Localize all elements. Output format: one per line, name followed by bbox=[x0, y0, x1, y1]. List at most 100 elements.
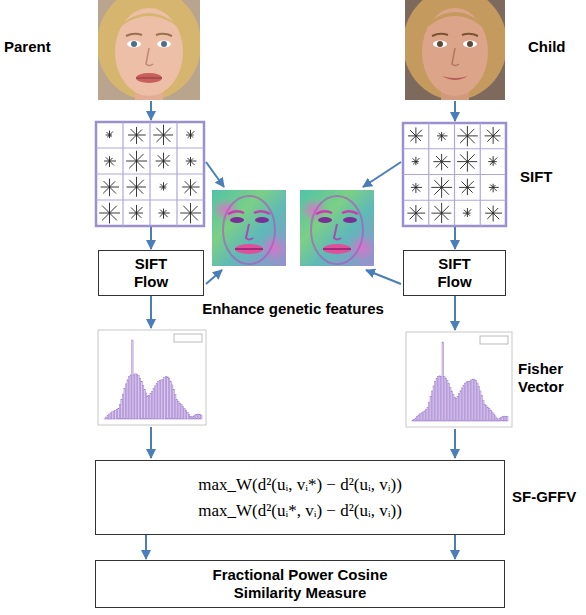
gradient-histogram-star bbox=[99, 203, 120, 224]
gradient-histogram-star bbox=[459, 187, 467, 188]
gradient-histogram-star bbox=[467, 209, 471, 213]
gradient-histogram-star bbox=[160, 210, 163, 213]
gradient-histogram-star bbox=[487, 136, 493, 142]
gradient-histogram-star bbox=[490, 187, 493, 190]
child-face-photo bbox=[452, 48, 459, 66]
gradient-histogram-star bbox=[431, 213, 441, 214]
formula-text: max_W(d²(uᵢ, vᵢ*) − d²(uᵢ, vᵢ)) bbox=[198, 472, 402, 498]
gradient-histogram-star bbox=[156, 135, 163, 142]
gradient-histogram-star bbox=[164, 213, 168, 217]
gradient-histogram-star bbox=[110, 158, 113, 161]
gradient-histogram-star bbox=[457, 135, 467, 136]
gradient-histogram-star bbox=[467, 162, 468, 172]
gradient-histogram-star bbox=[431, 177, 452, 198]
image-label: Parent bbox=[4, 38, 51, 56]
gradient-histogram-star bbox=[412, 187, 416, 191]
sift-descriptor-grid bbox=[96, 199, 204, 200]
gradient-histogram-star bbox=[184, 187, 190, 193]
gradient-histogram-star bbox=[190, 179, 191, 187]
gradient-histogram-star bbox=[442, 180, 449, 187]
gradient-histogram-star bbox=[129, 205, 143, 220]
gradient-histogram-star bbox=[493, 129, 499, 135]
gradient-histogram-star bbox=[128, 135, 137, 136]
child-face-photo bbox=[433, 41, 447, 48]
gradient-histogram-star bbox=[137, 207, 143, 213]
gradient-histogram-star bbox=[187, 132, 190, 135]
gradient-histogram-star bbox=[104, 156, 116, 167]
gradient-histogram-star bbox=[436, 156, 442, 162]
gradient-histogram-star bbox=[467, 187, 468, 195]
parent-face-photo bbox=[146, 48, 153, 66]
gradient-histogram-star bbox=[493, 135, 500, 136]
gradient-histogram-star bbox=[416, 187, 420, 191]
gradient-histogram-star bbox=[467, 187, 474, 188]
gradient-histogram-star bbox=[442, 136, 446, 140]
histogram-bar bbox=[507, 417, 509, 421]
gradient-histogram-star bbox=[137, 161, 147, 162]
gradient-histogram-star bbox=[493, 185, 495, 187]
gradient-histogram-star bbox=[156, 128, 163, 135]
gradient-histogram-star bbox=[191, 187, 200, 188]
gradient-histogram-star bbox=[131, 213, 136, 218]
gradient-histogram-star bbox=[493, 208, 498, 213]
gradient-histogram-star bbox=[457, 161, 467, 162]
flow-arrow bbox=[150, 227, 152, 249]
gradient-histogram-star bbox=[136, 205, 137, 213]
process-box: SIFT Flow bbox=[98, 250, 204, 296]
gradient-histogram-star bbox=[459, 179, 474, 195]
flow-arrow bbox=[454, 101, 456, 121]
gradient-histogram-star bbox=[164, 210, 167, 213]
gradient-histogram-star bbox=[433, 161, 441, 162]
flow-arrow bbox=[150, 295, 152, 328]
sift-flow-map bbox=[212, 190, 288, 266]
gradient-histogram-star bbox=[130, 135, 136, 141]
gradient-histogram-star bbox=[415, 205, 416, 213]
gradient-histogram-star bbox=[441, 177, 442, 187]
flow-arrow bbox=[363, 162, 401, 187]
gradient-histogram-star bbox=[191, 131, 195, 135]
gradient-histogram-star bbox=[439, 133, 442, 136]
gradient-histogram-star bbox=[407, 213, 416, 214]
gradient-histogram-star bbox=[460, 154, 467, 161]
gradient-histogram-star bbox=[187, 161, 191, 165]
flow-arrow bbox=[150, 101, 152, 120]
gradient-histogram-star bbox=[182, 187, 190, 188]
gradient-histogram-star bbox=[490, 185, 493, 188]
gradient-histogram-star bbox=[431, 187, 441, 188]
flow-arrow bbox=[145, 535, 147, 559]
gradient-histogram-star bbox=[493, 213, 502, 214]
gradient-histogram-star bbox=[163, 135, 164, 145]
gradient-histogram-star bbox=[186, 157, 197, 166]
gradient-histogram-star bbox=[110, 206, 117, 213]
gradient-histogram-star bbox=[182, 179, 199, 196]
gradient-histogram-star bbox=[412, 157, 420, 165]
gradient-histogram-star bbox=[411, 183, 422, 193]
gradient-histogram-star bbox=[163, 161, 164, 168]
flow-arrow bbox=[454, 227, 456, 249]
gradient-histogram-star bbox=[110, 187, 120, 188]
gradient-histogram-star bbox=[441, 187, 442, 197]
gradient-histogram-star bbox=[467, 187, 472, 192]
gradient-histogram-star bbox=[410, 213, 416, 219]
parent-face-photo bbox=[115, 8, 183, 96]
sift-descriptor-grid bbox=[480, 123, 481, 226]
gradient-histogram-star bbox=[137, 213, 142, 218]
parent-face-photo bbox=[98, 0, 200, 100]
gradient-histogram-star bbox=[136, 187, 137, 197]
flow-arrow bbox=[454, 295, 456, 330]
gradient-histogram-star bbox=[164, 183, 168, 187]
gradient-histogram-star bbox=[436, 162, 442, 168]
gradient-histogram-star bbox=[137, 129, 143, 135]
gradient-histogram-star bbox=[136, 177, 137, 187]
gradient-histogram-star bbox=[442, 187, 452, 188]
gradient-histogram-star bbox=[413, 158, 416, 161]
gradient-histogram-star bbox=[485, 127, 501, 144]
gradient-histogram-star bbox=[185, 181, 191, 187]
gradient-histogram-star bbox=[183, 213, 190, 220]
gradient-histogram-star bbox=[191, 213, 201, 214]
gradient-histogram-star bbox=[489, 184, 499, 193]
process-box: SIFT Flow bbox=[403, 250, 506, 296]
gradient-histogram-star bbox=[493, 187, 497, 191]
gradient-histogram-star bbox=[164, 128, 171, 135]
gradient-histogram-star bbox=[131, 207, 137, 213]
